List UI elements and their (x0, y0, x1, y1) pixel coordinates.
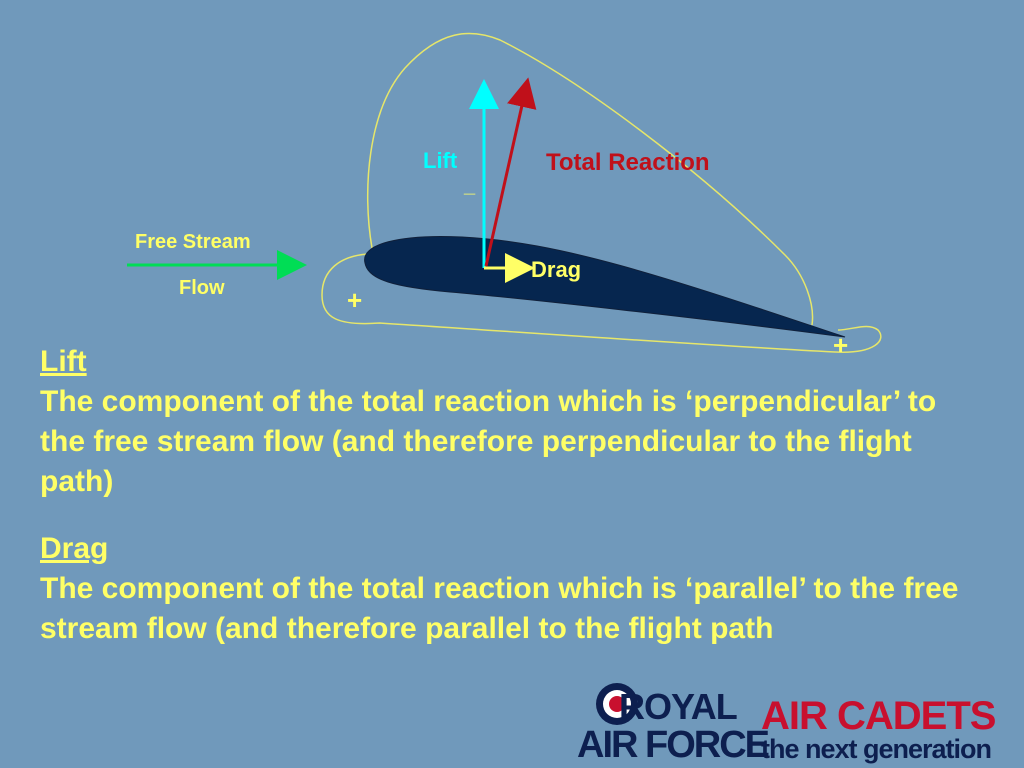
upper-pressure-envelope (366, 32, 814, 326)
lift-label: Lift (423, 148, 458, 173)
total-reaction-label: Total Reaction (546, 149, 710, 176)
roundel-icon (596, 683, 638, 725)
lift-heading: Lift (40, 345, 87, 378)
logo-air-force: AIR FORCE (577, 724, 770, 766)
logo-tagline: the next generation (761, 734, 992, 764)
lower-pressure-envelope (321, 253, 882, 353)
lift-drag-diagram: Lift Total Reaction Drag Free Stream Flo… (127, 32, 882, 360)
aerofoil (364, 236, 846, 338)
lift-description: The component of the total reaction whic… (40, 385, 937, 498)
raf-air-cadets-logo: ROYAL AIR FORCE AIR CADETS the next gene… (575, 680, 1020, 768)
minus-sign: _ (463, 175, 476, 197)
flow-label: Flow (179, 277, 225, 299)
plus-sign-far: + (833, 330, 848, 360)
logo-air-cadets: AIR CADETS (761, 694, 996, 738)
drag-description: The component of the total reaction whic… (40, 572, 959, 645)
plus-sign-near: + (347, 285, 362, 315)
total-reaction-arrow (484, 77, 537, 267)
drag-heading: Drag (40, 532, 109, 565)
drag-definition: Drag The component of the total reaction… (40, 529, 980, 649)
free-stream-label: Free Stream (135, 231, 251, 253)
logo-royal: ROYAL (619, 686, 738, 727)
lift-definition: Lift The component of the total reaction… (40, 342, 980, 502)
drag-label: Drag (531, 257, 581, 282)
